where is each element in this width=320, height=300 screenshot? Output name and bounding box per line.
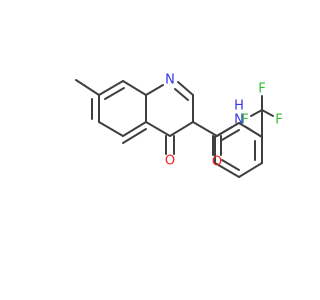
bond	[214, 162, 240, 178]
atom-f-top: F	[258, 82, 265, 97]
bond	[122, 121, 147, 137]
bond	[221, 159, 240, 171]
atom-f-right: F	[275, 113, 282, 128]
bond-cf3	[261, 109, 274, 117]
bond	[122, 80, 147, 96]
bond	[214, 122, 240, 138]
bond	[104, 87, 125, 100]
bond	[98, 121, 124, 137]
atom-o-ketone: O	[165, 154, 175, 169]
bond-methyl	[75, 79, 100, 96]
atom-h-amide: H	[234, 99, 244, 114]
bond	[221, 129, 240, 141]
atom-labels: N N O O N H F F F	[165, 73, 283, 170]
atom-o-amide: O	[212, 155, 222, 170]
bond-cf3	[250, 109, 263, 117]
atom-f-left: F	[241, 113, 248, 128]
bond-amide	[192, 121, 218, 137]
atom-n-amide: N	[234, 113, 244, 128]
atom-n-ring: N	[165, 73, 175, 88]
bond	[169, 121, 194, 137]
bond	[98, 80, 124, 96]
bond	[238, 162, 263, 178]
bonds	[75, 79, 274, 178]
bond	[174, 88, 189, 101]
bond	[177, 81, 194, 96]
bond	[145, 121, 171, 137]
molecule-structure: N N O O N H F F F	[75, 73, 283, 178]
bond	[238, 122, 263, 138]
bond	[145, 84, 164, 96]
bond	[122, 128, 147, 144]
